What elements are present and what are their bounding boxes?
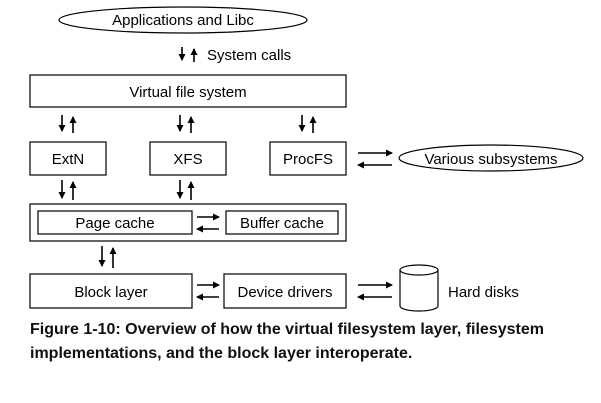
vfs-xfs-arrows [176,115,195,133]
page-buffer-cache-arrows [196,213,220,233]
page-cache-label: Page cache [75,215,154,232]
system-calls-label: System calls [207,47,291,64]
various-subsystems-node: Various subsystems [398,144,584,172]
cache-block-arrows [98,246,117,268]
block-layer-label: Block layer [74,284,147,301]
virtual-file-system-label: Virtual file system [129,84,246,101]
applications-and-libc-node: Applications and Libc [58,6,308,34]
procfs-subsystems-arrows [357,149,393,169]
system-calls-arrows [178,47,198,62]
block-layer-box: Block layer [29,273,193,309]
applications-and-libc-label: Applications and Libc [112,12,254,29]
hard-disk-icon [399,264,439,312]
virtual-file-system-box: Virtual file system [29,74,347,108]
device-drivers-box: Device drivers [223,273,347,309]
extn-cache-arrows [58,180,77,200]
diagram: Applications and Libc System calls Virtu… [29,6,584,312]
vfs-extn-arrows [58,115,77,133]
figure-caption: Figure 1-10: Overview of how the virtual… [30,321,544,362]
extn-label: ExtN [52,151,85,168]
buffer-cache-box [225,210,339,235]
drivers-disks-arrows [357,281,393,301]
procfs-box: ProcFS [269,141,347,176]
xfs-label: XFS [173,151,202,168]
buffer-cache-label: Buffer cache [240,215,324,232]
cache-layer-box: Page cache Buffer cache [29,203,347,242]
procfs-label: ProcFS [283,151,333,168]
various-subsystems-label: Various subsystems [424,151,557,168]
hard-disks-label: Hard disks [448,284,519,301]
device-drivers-label: Device drivers [237,284,332,301]
page-cache-box [37,210,193,235]
xfs-cache-arrows [176,180,195,200]
vfs-procfs-arrows [298,115,317,133]
block-drivers-arrows [196,281,220,301]
xfs-box: XFS [149,141,227,176]
extn-box: ExtN [29,141,107,176]
